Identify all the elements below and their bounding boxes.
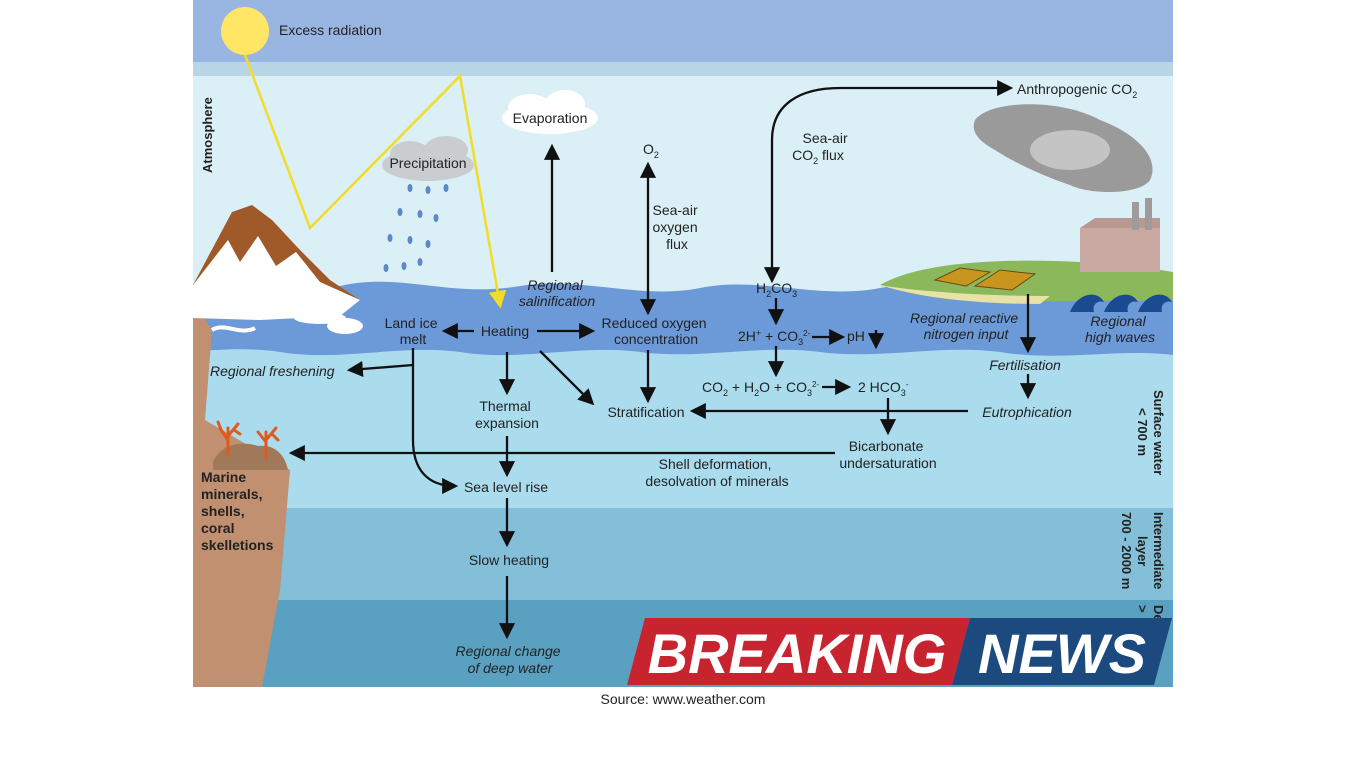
banner-red-block: [627, 618, 970, 685]
high-waves-icon: [1070, 294, 1172, 312]
label-o2: O2: [643, 141, 659, 160]
label-ph: pH: [847, 328, 865, 344]
flow-arrows: [288, 79, 1037, 640]
label-sea-air-co2-flux: Sea-air CO2 flux: [792, 130, 851, 166]
rain-drops-icon: [383, 184, 449, 272]
source-caption: Source: www.weather.com: [600, 691, 766, 707]
ocean-surface-wave: [193, 281, 1173, 356]
label-regional-high-waves: Regional high waves: [1085, 313, 1155, 345]
label-co2-equation: CO2 + H2O + CO32-: [702, 379, 819, 398]
label-surface-water: Surface water < 700 m: [1135, 390, 1166, 479]
label-thermal-expansion: Thermal expansion: [475, 398, 539, 431]
label-reduced-oxygen: Reduced oxygen concentration: [602, 315, 711, 347]
label-marine-minerals: Marine minerals, shells, coral skelletio…: [201, 469, 274, 553]
coral-icon: [216, 420, 280, 460]
label-regional-salinification: Regional salinification: [519, 277, 595, 309]
label-sea-air-oxygen-flux: Sea-air oxygen flux: [652, 202, 701, 252]
label-regional-freshening: Regional freshening: [210, 363, 335, 379]
label-land-ice-melt: Land ice melt: [385, 315, 442, 347]
label-atmosphere: Atmosphere: [200, 97, 215, 173]
ice-floes: [210, 292, 363, 334]
label-regional-change: Regional change of deep water: [456, 643, 565, 676]
label-bicarbonate: Bicarbonate undersaturation: [839, 438, 936, 471]
label-fertilisation: Fertilisation: [989, 357, 1061, 373]
label-sea-level-rise: Sea level rise: [464, 479, 548, 495]
label-slow-heating: Slow heating: [469, 552, 549, 568]
smog-cloud: [973, 104, 1153, 192]
atmosphere-band: [193, 62, 1173, 76]
label-stratification: Stratification: [607, 404, 684, 420]
label-regional-reactive-nitrogen: Regional reactive nitrogen input: [910, 310, 1022, 342]
label-heating: Heating: [481, 323, 529, 339]
banner-word-news: NEWS: [978, 622, 1146, 685]
sun-ray: [243, 54, 507, 309]
mineral-deposit: [213, 443, 288, 470]
banner-word-breaking: BREAKING: [648, 622, 947, 685]
evaporation-cloud: [502, 90, 598, 134]
banner-blue-block: [952, 618, 1172, 685]
label-hco3: 2 HCO3-: [858, 379, 909, 398]
label-precipitation: Precipitation: [389, 155, 466, 171]
label-intermediate-layer: Intermediate layer 700 - 2000 m: [1119, 512, 1166, 593]
land-shore: [880, 285, 1050, 304]
label-deep-layer: De >: [1135, 605, 1166, 625]
sky-band: [193, 0, 1173, 62]
breaking-news-banner: BREAKING NEWS: [627, 618, 1172, 685]
factory-icon: [1080, 198, 1160, 272]
label-anthropogenic-co2: Anthropogenic CO2: [1017, 81, 1137, 100]
cliff: [193, 300, 290, 687]
precipitation-cloud: [382, 136, 474, 181]
intermediate-layer: [193, 508, 1173, 600]
label-h2co3: H2CO3: [756, 280, 797, 299]
label-eutrophication: Eutrophication: [982, 404, 1072, 420]
label-shell-deformation: Shell deformation, desolvation of minera…: [645, 456, 788, 489]
sun-icon: [221, 7, 269, 55]
label-evaporation: Evaporation: [513, 110, 588, 126]
label-excess-radiation: Excess radiation: [279, 22, 382, 38]
label-ion-equation: 2H+ + CO32-: [738, 328, 811, 347]
